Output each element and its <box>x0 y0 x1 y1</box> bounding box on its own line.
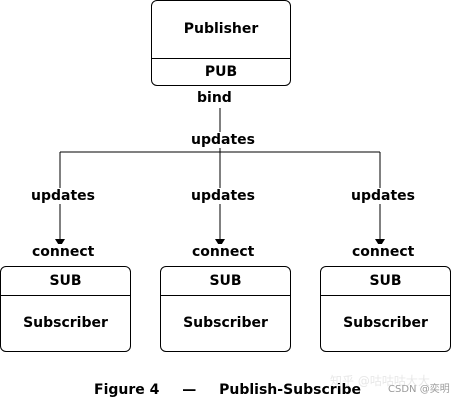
subscriber-divider <box>321 295 450 296</box>
figure-title: Publish-Subscribe <box>219 382 362 398</box>
subscriber-socket-label: SUB <box>369 273 402 289</box>
branch-updates-label-left: updates <box>31 188 95 204</box>
publisher-socket-label: PUB <box>204 64 238 80</box>
trunk-updates-label: updates <box>191 132 255 148</box>
figure-caption: Figure 4 — Publish-Subscribe <box>94 382 361 398</box>
subscriber-box-right: SUB Subscriber <box>320 266 451 352</box>
subscriber-divider <box>161 295 290 296</box>
caption-dash: — <box>182 382 197 398</box>
connect-label-center: connect <box>192 244 255 260</box>
watermark-csdn: CSDN @奕明 <box>388 384 450 395</box>
bind-label: bind <box>197 90 232 106</box>
figure-number: Figure 4 <box>94 382 160 398</box>
publisher-divider <box>152 58 290 59</box>
publisher-box: Publisher PUB <box>151 0 291 86</box>
subscriber-box-left: SUB Subscriber <box>0 266 131 352</box>
subscriber-title: Subscriber <box>183 315 268 331</box>
subscriber-title: Subscriber <box>343 315 428 331</box>
watermark-text: 知乎 @咕咕咕大大 <box>330 374 430 388</box>
subscriber-title: Subscriber <box>23 315 108 331</box>
connect-label-right: connect <box>352 244 415 260</box>
subscriber-socket-label: SUB <box>209 273 242 289</box>
subscriber-socket-label: SUB <box>49 273 82 289</box>
subscriber-box-center: SUB Subscriber <box>160 266 291 352</box>
connect-label-left: connect <box>32 244 95 260</box>
publisher-title: Publisher <box>183 21 259 37</box>
branch-updates-label-center: updates <box>191 188 255 204</box>
subscriber-divider <box>1 295 130 296</box>
branch-updates-label-right: updates <box>351 188 415 204</box>
